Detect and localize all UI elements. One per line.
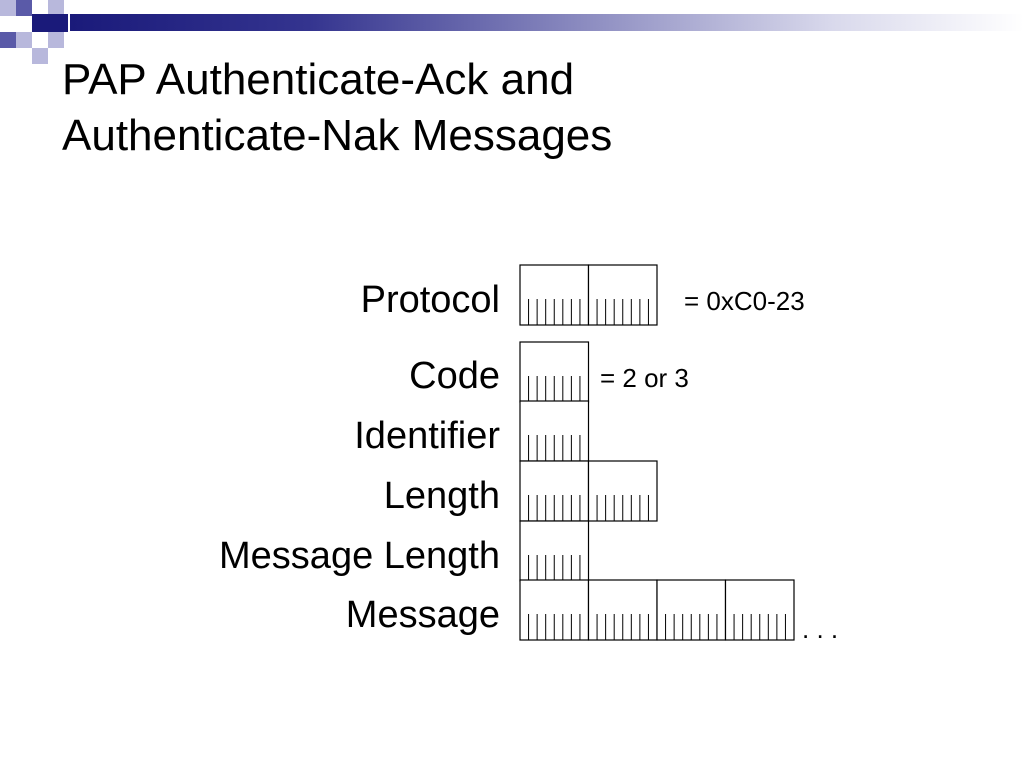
field-note: = 0xC0-23 <box>684 286 805 316</box>
byte-cell <box>519 400 590 462</box>
corner-square-7 <box>16 32 32 48</box>
byte-box <box>519 400 590 462</box>
field-label: Protocol <box>360 279 500 321</box>
field-note: . . . <box>802 614 839 644</box>
title-gradient-bar <box>70 14 1024 31</box>
byte-cell <box>519 341 590 403</box>
field-label: Code <box>409 355 500 397</box>
byte-cell <box>587 264 658 326</box>
field-label: Length <box>383 475 500 517</box>
corner-square-4 <box>32 14 50 32</box>
corner-square-6 <box>0 32 16 48</box>
page-title: PAP Authenticate-Ack and Authenticate-Na… <box>62 52 612 164</box>
corner-square-3 <box>48 0 64 16</box>
byte-cell <box>519 579 590 641</box>
byte-cell <box>656 579 727 641</box>
field-label: Message <box>345 594 500 636</box>
title-line-1: PAP Authenticate-Ack and <box>62 55 575 104</box>
field-note: = 2 or 3 <box>600 363 689 393</box>
byte-cell <box>587 579 658 641</box>
corner-square-5 <box>50 14 68 32</box>
title-line-2: Authenticate-Nak Messages <box>62 111 613 160</box>
byte-cell <box>519 460 590 522</box>
field-label: Identifier <box>354 415 500 457</box>
byte-cell <box>519 520 590 582</box>
byte-cell <box>724 579 795 641</box>
corner-square-2 <box>16 0 32 16</box>
corner-square-8 <box>48 32 64 48</box>
field-label: Message Length <box>219 535 500 577</box>
corner-square-9 <box>32 48 48 64</box>
byte-cell <box>587 460 658 522</box>
corner-square-1 <box>0 0 16 16</box>
byte-cell <box>519 264 590 326</box>
